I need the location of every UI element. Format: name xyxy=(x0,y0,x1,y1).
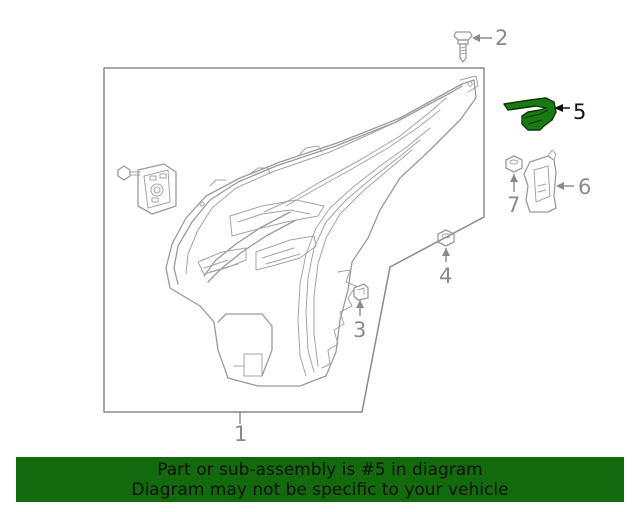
callout-7: 7 xyxy=(507,193,520,217)
grommet-part-4 xyxy=(437,229,455,247)
banner-line-part: Part or sub-assembly is #5 in diagram xyxy=(157,459,483,480)
leader-lines xyxy=(239,34,574,424)
bracket-part-6 xyxy=(523,149,557,213)
nut-part-7 xyxy=(505,155,523,173)
assembly-outline xyxy=(103,67,485,413)
callout-2: 2 xyxy=(495,26,508,50)
side-mount-bracket xyxy=(117,163,177,215)
callout-5: 5 xyxy=(573,100,586,124)
callout-3: 3 xyxy=(353,318,366,342)
banner-line-disclaimer: Diagram may not be specific to your vehi… xyxy=(131,479,509,500)
info-banner: Part or sub-assembly is #5 in diagram Di… xyxy=(16,457,624,502)
callout-6: 6 xyxy=(578,175,591,199)
callout-4: 4 xyxy=(439,264,452,288)
clip-part-3 xyxy=(353,283,369,301)
highlighted-part-5 xyxy=(503,97,557,131)
headlamp-assembly xyxy=(165,75,479,387)
bolt-part-2 xyxy=(453,31,473,63)
callout-1: 1 xyxy=(234,422,247,446)
